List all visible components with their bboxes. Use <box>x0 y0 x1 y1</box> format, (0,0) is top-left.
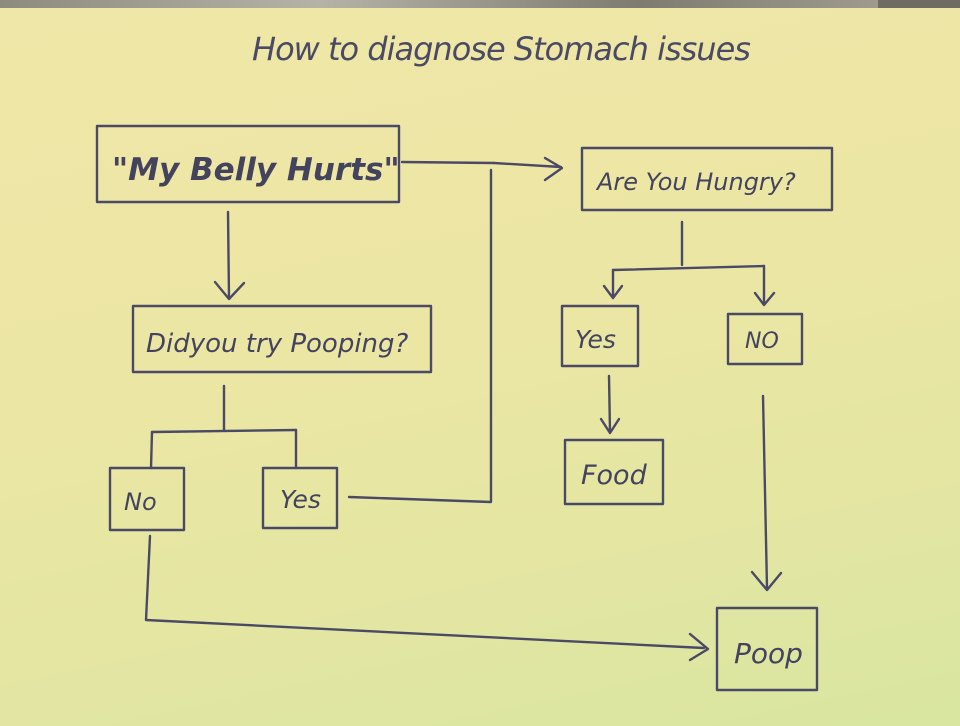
node-pooping-no-box <box>108 466 186 532</box>
node-tried-pooping: Didyou try Pooping? <box>131 304 433 374</box>
node-poop-box <box>715 606 819 692</box>
node-hungry-no-box <box>726 312 804 366</box>
node-pooping-no: No <box>108 466 186 532</box>
node-hungry-label: Are You Hungry? <box>595 168 796 196</box>
table-edge <box>0 0 960 8</box>
connector-pooping-branches <box>149 384 298 470</box>
node-pooping-no-label: No <box>124 488 157 516</box>
node-belly-hurts-label: "My Belly Hurts" <box>112 152 400 188</box>
diagram-title: How to diagnose Stomach issues <box>252 30 750 68</box>
node-tried-pooping-label: Didyou try Pooping? <box>146 329 409 359</box>
node-poop: Poop <box>715 606 819 692</box>
node-pooping-yes-box <box>261 466 339 530</box>
node-hungry-yes-label: Yes <box>575 325 616 354</box>
node-hungry-no-label: NO <box>745 329 779 354</box>
node-pooping-yes: Yes <box>261 466 339 530</box>
node-hungry-yes-box <box>560 304 640 368</box>
node-belly-hurts: "My Belly Hurts" <box>95 124 401 204</box>
table-corner <box>878 0 960 8</box>
node-food-label: Food <box>581 460 648 491</box>
node-tried-pooping-box <box>131 304 433 374</box>
connector-yes-to-food <box>599 374 621 435</box>
node-belly-hurts-box <box>95 124 401 204</box>
connector-belly-to-pooping <box>213 210 246 301</box>
connector-hungry-branches <box>602 220 776 307</box>
node-food-box <box>563 438 665 506</box>
connector-pooping-no-to-poop <box>144 534 710 662</box>
node-hungry-no: NO <box>726 312 804 366</box>
node-hungry-yes: Yes <box>560 304 640 368</box>
node-pooping-yes-label: Yes <box>280 485 321 514</box>
node-hungry-box <box>580 146 834 212</box>
connector-no-to-poop <box>750 394 783 592</box>
node-hungry: Are You Hungry? <box>580 146 834 212</box>
node-food: Food <box>563 438 665 506</box>
connector-to-hungry <box>347 156 564 504</box>
node-poop-label: Poop <box>734 637 803 670</box>
